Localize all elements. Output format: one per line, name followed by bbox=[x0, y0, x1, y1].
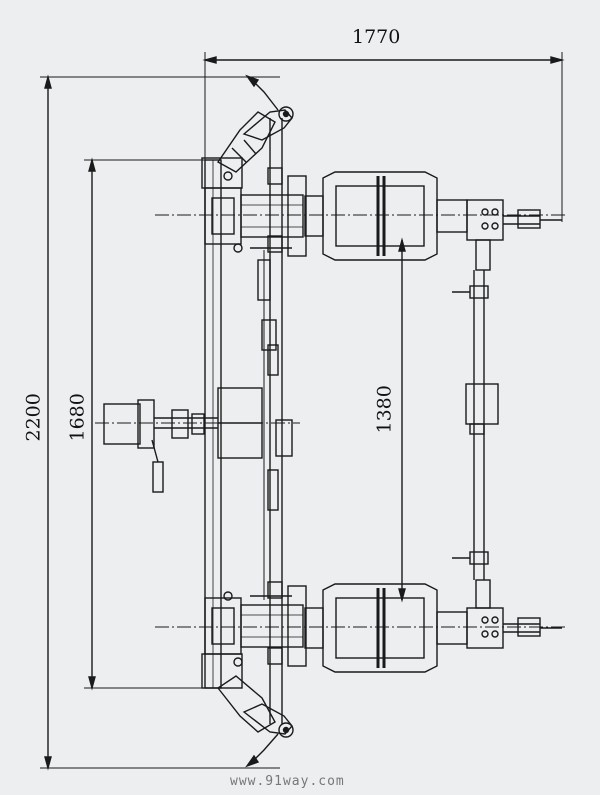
dim-1770 bbox=[202, 52, 565, 222]
connecting-rod bbox=[452, 270, 499, 580]
operating-rods bbox=[250, 118, 293, 724]
centre-lines bbox=[95, 214, 565, 628]
bottom-arm bbox=[216, 675, 294, 768]
top-arm bbox=[216, 74, 294, 173]
bottom-terminal bbox=[466, 579, 562, 649]
watermark-text: www.91way.com bbox=[230, 774, 345, 789]
top-bearing bbox=[204, 167, 307, 257]
dim-1380 bbox=[398, 237, 406, 603]
top-insulator bbox=[304, 171, 468, 261]
support-feet bbox=[201, 157, 243, 689]
dim-2200 bbox=[40, 74, 280, 771]
operating-mechanism bbox=[103, 399, 262, 493]
dim-label-1770: 1770 bbox=[352, 26, 401, 48]
top-terminal bbox=[466, 199, 562, 271]
bottom-insulator bbox=[304, 583, 468, 673]
dim-1680 bbox=[84, 157, 215, 691]
dim-label-1680: 1680 bbox=[66, 393, 89, 442]
dim-label-1380: 1380 bbox=[373, 385, 396, 434]
dim-label-2200: 2200 bbox=[22, 393, 45, 442]
